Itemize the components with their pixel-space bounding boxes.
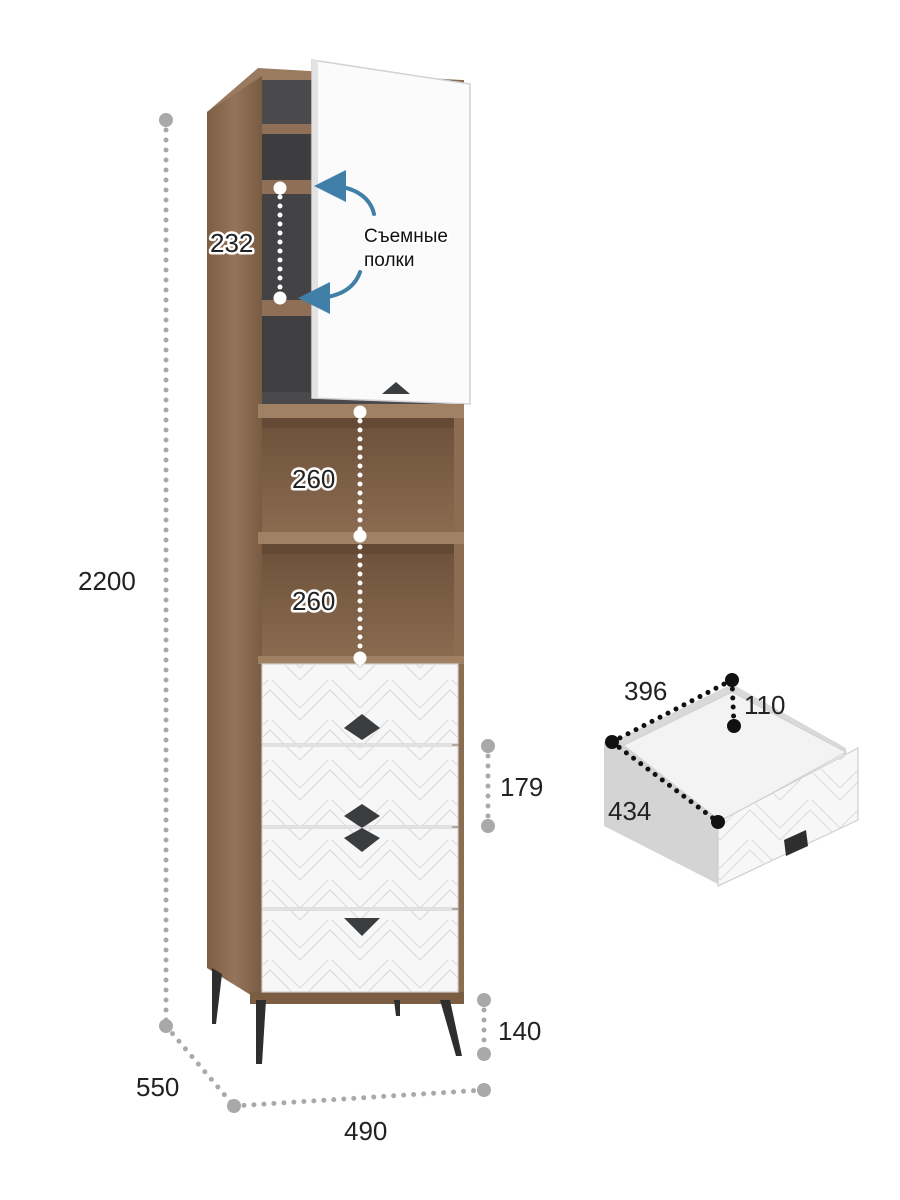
cabinet-plinth (250, 992, 464, 1004)
drawer-handle[interactable] (344, 918, 380, 936)
dim-label-depth: 550 (136, 1072, 179, 1102)
leg-back-left (212, 968, 222, 1024)
dim-dot (273, 181, 287, 195)
drawer-handle[interactable] (344, 828, 380, 852)
door-handle[interactable] (382, 382, 410, 394)
removable-shelf-lower (262, 300, 312, 316)
drawer-2[interactable] (261, 745, 459, 828)
inner-height-dim-line (729, 677, 737, 729)
dimension-lines (159, 113, 495, 1113)
removable-shelves-label-line2: полки (364, 250, 414, 271)
dim-label-open-upper: 260 (292, 464, 335, 494)
drawer-detail (604, 673, 859, 887)
dim-dot (725, 673, 739, 687)
dim-label-drawer-height: 179 (500, 772, 543, 802)
cabinet (207, 59, 471, 1064)
leg-back-right (394, 1000, 400, 1016)
dim-label-leg-height: 140 (498, 1016, 541, 1046)
dim-label-open-lower: 260 (292, 586, 335, 616)
dim-dot (477, 1083, 491, 1097)
drawer-1[interactable] (261, 663, 459, 745)
dim-label-width: 490 (344, 1116, 387, 1146)
leg-front-left (256, 1000, 266, 1064)
dim-label-drawer-inner-height: 110 (744, 690, 785, 720)
dim-dot (353, 651, 367, 665)
removable-shelf-middle (262, 180, 312, 194)
dim-label-drawer-width: 396 (624, 676, 667, 706)
drawer-detail-handle (784, 830, 808, 856)
drawer-handle[interactable] (344, 714, 380, 740)
arrow-up-icon (314, 170, 376, 216)
drawer-back-wall (612, 684, 846, 756)
dim-dot (353, 405, 367, 419)
dim-dot (605, 735, 619, 749)
drawer-3[interactable] (261, 827, 459, 909)
dim-label-shelf-spacing: 232 (210, 228, 253, 258)
width-dim-line (231, 1087, 487, 1109)
dim-dot (353, 529, 367, 543)
cabinet-left-side (207, 76, 262, 1002)
leg-front-right (440, 1000, 462, 1056)
dim-dot (273, 291, 287, 305)
drawer-left-side (604, 740, 720, 884)
drawer-handle[interactable] (344, 804, 380, 828)
dim-label-height: 2200 (78, 566, 136, 596)
dim-dot (481, 819, 495, 833)
arrow-down-icon (298, 270, 362, 314)
dim-dot (477, 1047, 491, 1061)
removable-shelves-arrows (298, 170, 376, 314)
dim-dot (727, 719, 741, 733)
dim-label-drawer-depth: 434 (608, 796, 651, 826)
drawer-4[interactable] (261, 909, 459, 993)
removable-shelves-label-line1: Съемные (364, 226, 448, 247)
dim-dot (481, 739, 495, 753)
dim-dot (711, 815, 725, 829)
removable-shelf-top (262, 124, 312, 134)
dim-dot (159, 113, 173, 127)
depth-dim-line (163, 1023, 237, 1109)
dim-dot (477, 993, 491, 1007)
